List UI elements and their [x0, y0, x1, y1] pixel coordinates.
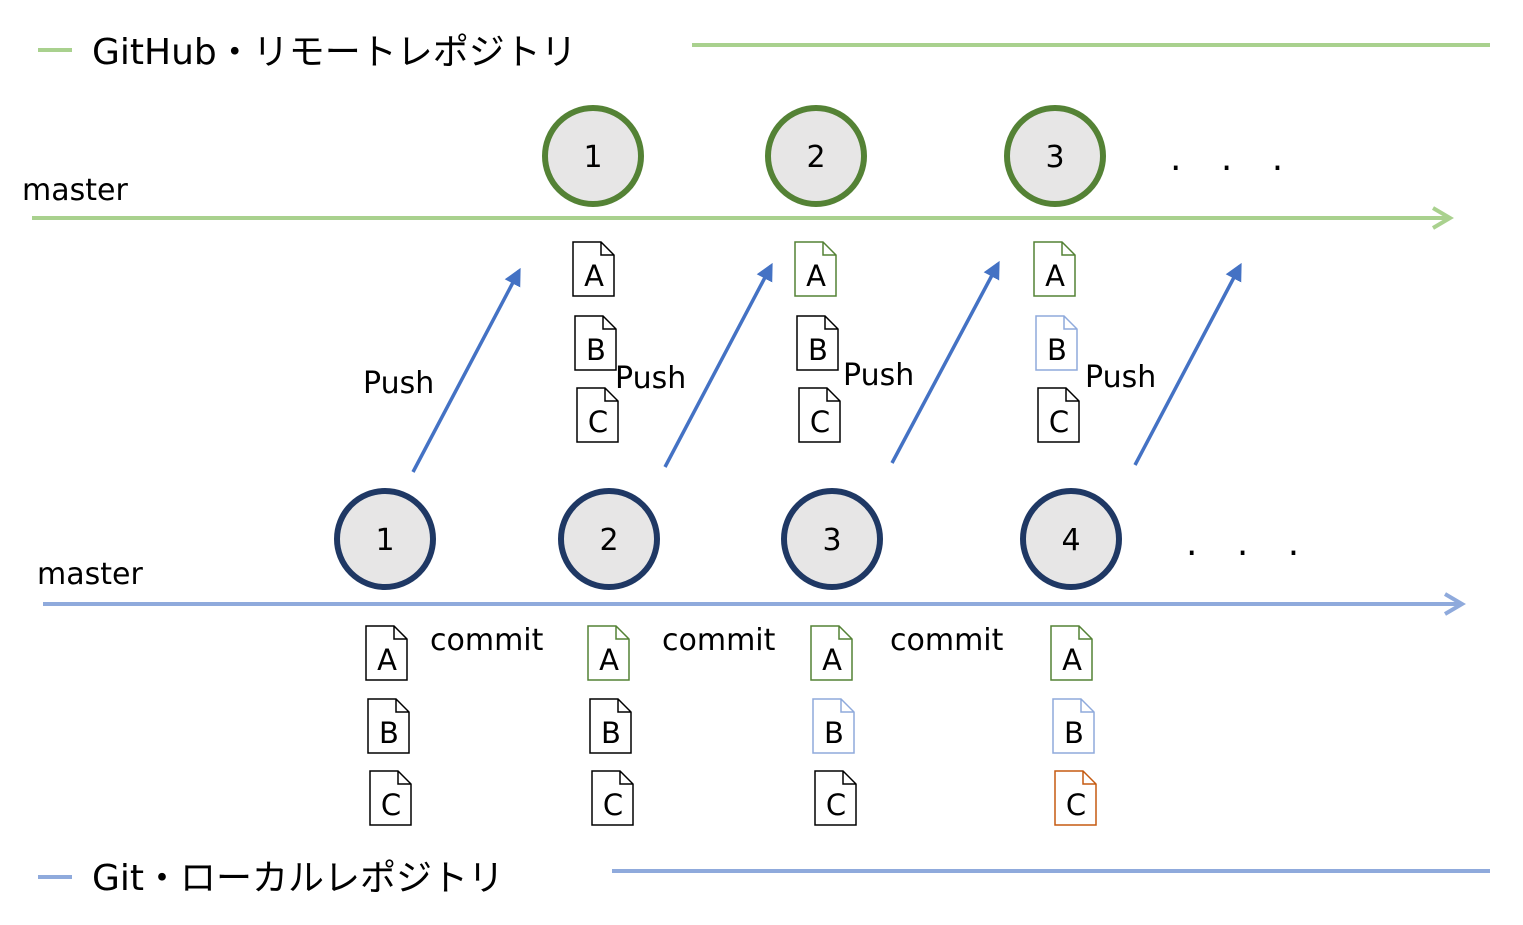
push-label: Push: [615, 361, 686, 396]
remote-commit-circle: [1004, 105, 1106, 207]
push-arrow-2: Push: [615, 262, 773, 468]
local-file-stack-3: A B C: [810, 625, 857, 826]
file-icon: C: [798, 387, 841, 443]
file-label: B: [601, 716, 621, 750]
remote-commit-number: 2: [806, 140, 825, 175]
local-commit-number: 1: [375, 523, 394, 558]
push-arrow-line: [663, 262, 773, 468]
remote-commit-circle: [542, 105, 644, 207]
file-icon: A: [794, 241, 837, 297]
remote-commit-number: 3: [1045, 140, 1064, 175]
file-icon: A: [1050, 625, 1093, 681]
remote-commit-1: 1: [542, 105, 644, 207]
file-icon: C: [591, 770, 634, 826]
file-icon: C: [1037, 387, 1080, 443]
file-icon: C: [814, 770, 857, 826]
remote-commit-3: 3: [1004, 105, 1106, 207]
remote-file-stack-3: A B C: [1033, 241, 1080, 443]
file-icon: C: [1054, 770, 1097, 826]
remote-section-title: GitHub・リモートレポジトリ: [92, 32, 577, 73]
remote-commit-number: 1: [583, 140, 602, 175]
file-label: C: [381, 788, 401, 822]
file-icon: A: [365, 625, 408, 681]
file-icon: A: [572, 241, 615, 297]
push-label: Push: [1085, 360, 1156, 395]
remote-timeline-arrowhead: [1431, 206, 1454, 230]
file-label: B: [824, 716, 844, 750]
file-label: A: [1062, 643, 1082, 677]
file-label: A: [584, 259, 604, 293]
local-commit-3: 3: [781, 488, 883, 590]
file-icon: A: [1033, 241, 1076, 297]
file-label: A: [1045, 259, 1065, 293]
file-icon: B: [1035, 315, 1078, 371]
push-arrow-line: [1133, 262, 1242, 466]
remote-commit-2: 2: [765, 105, 867, 207]
local-master-timeline: master: [37, 557, 1466, 616]
file-label: A: [822, 643, 842, 677]
local-commit-circle: [558, 488, 660, 590]
file-label: C: [826, 788, 846, 822]
local-branch-label: master: [37, 557, 143, 592]
file-icon: A: [810, 625, 853, 681]
push-arrow-line: [890, 260, 1000, 464]
local-commit-2: 2: [558, 488, 660, 590]
file-label: A: [599, 643, 619, 677]
file-icon: B: [812, 698, 855, 754]
local-commit-number: 3: [822, 523, 841, 558]
local-commit-number: 4: [1061, 523, 1080, 558]
push-label: Push: [363, 366, 434, 401]
push-arrow-line: [411, 267, 521, 473]
commit-label: commit: [430, 623, 544, 658]
remote-ellipsis: . . .: [1170, 138, 1297, 179]
file-icon: C: [369, 770, 412, 826]
remote-file-stack-1: A B C: [572, 241, 619, 443]
file-label: B: [1047, 333, 1067, 367]
file-label: C: [810, 405, 830, 439]
push-arrow-4: Push: [1085, 262, 1242, 466]
file-icon: B: [796, 315, 839, 371]
local-ellipsis: . . .: [1186, 523, 1313, 564]
local-commit-4: 4: [1020, 488, 1122, 590]
commit-label: commit: [890, 623, 1004, 658]
file-label: C: [588, 405, 608, 439]
local-commit-1: 1: [334, 488, 436, 590]
file-icon: B: [1052, 698, 1095, 754]
push-label: Push: [843, 358, 914, 393]
local-commit-circle: [334, 488, 436, 590]
push-arrow-3: Push: [843, 260, 1000, 464]
file-icon: B: [589, 698, 632, 754]
local-file-stack-4: A B C: [1050, 625, 1097, 826]
file-label: C: [1066, 788, 1086, 822]
file-label: B: [1064, 716, 1084, 750]
local-commit-circle: [1020, 488, 1122, 590]
file-label: A: [806, 259, 826, 293]
remote-file-stack-2: A B C: [794, 241, 841, 443]
file-icon: C: [576, 387, 619, 443]
push-arrow-1: Push: [363, 267, 521, 473]
file-label: B: [808, 333, 828, 367]
commit-label: commit: [662, 623, 776, 658]
local-commit-circle: [781, 488, 883, 590]
file-icon: B: [574, 315, 617, 371]
remote-section-header: GitHub・リモートレポジトリ: [38, 32, 1490, 73]
file-label: C: [1049, 405, 1069, 439]
local-file-stack-2: A B C: [587, 625, 634, 826]
local-file-stack-1: A B C: [365, 625, 412, 826]
local-commit-number: 2: [599, 523, 618, 558]
file-label: B: [586, 333, 606, 367]
file-icon: B: [367, 698, 410, 754]
file-label: C: [603, 788, 623, 822]
file-label: B: [379, 716, 399, 750]
local-section-header: Git・ローカルレポジトリ: [38, 858, 1490, 899]
remote-branch-label: master: [22, 173, 128, 208]
local-section-title: Git・ローカルレポジトリ: [92, 858, 504, 899]
file-icon: A: [587, 625, 630, 681]
remote-commit-circle: [765, 105, 867, 207]
file-label: A: [377, 643, 397, 677]
local-timeline-arrowhead: [1443, 592, 1466, 616]
remote-master-timeline: master: [22, 173, 1454, 230]
